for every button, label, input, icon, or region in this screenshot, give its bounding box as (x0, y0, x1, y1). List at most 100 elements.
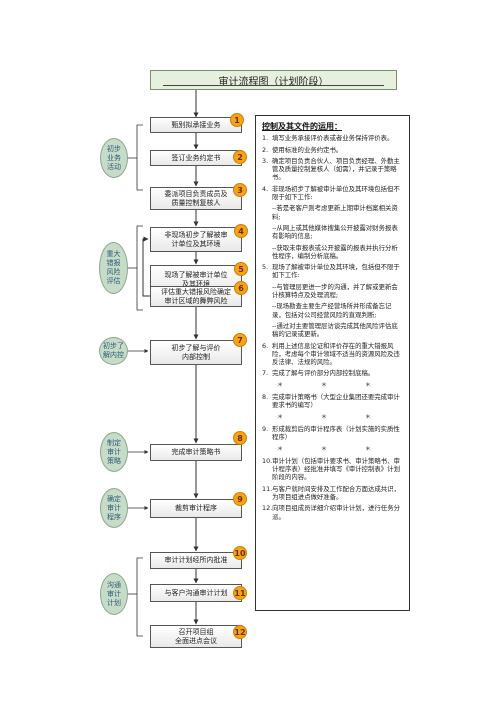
step-12-kickoff-meeting: 召开项目组 全面进点会议 (150, 625, 242, 648)
note-item: 9.形成裁剪后的审计程序表（计划实施的实质性程序） (262, 425, 404, 442)
step-label: 召开项目组 全面进点会议 (175, 627, 217, 645)
step-11-communicate-client: 与客户沟通审计计划 (150, 584, 242, 602)
step-number: 12 (234, 627, 246, 637)
note-subitem: --获取未审报表或公开披露的报表并执行分析性程序，编制分析底稿。 (272, 243, 398, 260)
phase-label: 重大 错报 风险 评估 (106, 250, 121, 285)
note-text: 现场了解被审计单位及其环境，包括但不限于如下工作: (272, 263, 400, 280)
phase-label: 确定 审计 程序 (107, 494, 121, 521)
phase-audit-strategy: 制定 审计 策略 (100, 432, 128, 472)
note-item: 8.完成审计策略书（大型企业集团还要完成审计要求书的编写） (262, 393, 404, 410)
step-9-badge: 9 (233, 492, 247, 506)
step-number: 5 (238, 264, 244, 274)
note-text: 确定项目负责合伙人、项目负责经理、外勤主管及质量控制复核人（如需），并记录于策略… (272, 156, 400, 182)
step-label: 非现场初步了解被审 计单位及其环境 (164, 230, 228, 248)
step-8-badge: 8 (233, 431, 247, 445)
note-item: 11.与客户就时间安排及工作配合方面达成共识，为项目组进点做好准备。 (262, 485, 404, 502)
step-number: 11 (234, 588, 246, 598)
note-item: 3.确定项目负责合伙人、项目负责经理、外勤主管及质量控制复核人（如需），并记录于… (262, 157, 404, 182)
note-subitem: --与管理层更进一步的沟通，并了解或更新会计核算特点及处理流程; (272, 282, 398, 300)
note-text: 向项目组成员详细介绍审计计划，进行任务分派。 (272, 504, 400, 521)
note-number: 11. (262, 484, 273, 493)
step-label: 委派项目负责成员及 质量控制复核人 (164, 189, 228, 207)
step-8-audit-strategy: 完成审计策略书 (150, 444, 242, 461)
note-subitem: --从网上或其他媒体搜集公开披露对财务报表有影响的信息; (272, 223, 398, 241)
note-number: 12. (262, 504, 273, 513)
step-10-plan-approval: 审计计划经所内批准 (150, 552, 242, 569)
step-4-badge: 4 (234, 224, 248, 238)
step-6-badge: 6 (234, 281, 248, 295)
step-number: 1 (234, 115, 240, 125)
note-number: 4. (262, 184, 269, 193)
phase-label: 初步了 解内控 (103, 342, 124, 359)
step-number: 7 (237, 335, 243, 345)
phase-label: 初步 业务 活动 (107, 144, 121, 171)
step-7-badge: 7 (233, 333, 247, 347)
note-item: 1.填写业务承接评价表或者业务保持评价表。 (262, 134, 404, 142)
title-box: 审计流程图（计划阶段） (150, 70, 397, 90)
step-5-badge: 5 (234, 262, 248, 276)
step-2-badge: 2 (233, 150, 247, 164)
note-text: 完成审计策略书（大型企业集团还要完成审计要求书的编写） (272, 393, 400, 410)
step-6-assess-risk: 评估重大错报风险确定 审计区域的舞弊风险 (150, 286, 242, 307)
note-text: 非现场初步了解被审计单位及其环境包括但不限于如下工作: (272, 184, 400, 202)
step-number: 6 (238, 283, 244, 293)
step-label: 现场了解被审计单位 及其环境 (164, 270, 228, 288)
note-text: 与客户就时间安排及工作配合方面达成共识，为项目组进点做好准备。 (272, 484, 400, 501)
phase-internal-control: 初步了 解内控 (99, 337, 128, 365)
phase-initial-activities: 初步 业务 活动 (100, 138, 128, 178)
step-7-internal-control: 初步了解与评价 内部控制 (150, 340, 242, 365)
step-label: 签订业务约定书 (171, 153, 221, 162)
phase-label: 制定 审计 策略 (107, 438, 121, 465)
step-12-badge: 12 (233, 625, 247, 639)
section-separator: ＊ ＊ ＊ (277, 413, 389, 421)
note-number: 2. (262, 145, 269, 154)
step-number: 3 (237, 185, 243, 195)
section-separator: ＊ ＊ ＊ (277, 381, 389, 389)
phase-risk-assessment: 重大 错报 风险 评估 (99, 242, 128, 294)
note-subitem: --通过对主要管理层访谈完成其他风险评估底稿的记录或更新。 (272, 321, 398, 339)
phase-communicate-plan: 沟通 审计 计划 (100, 573, 128, 615)
step-label: 与客户沟通审计计划 (164, 588, 228, 597)
note-item: 6.利用上述信息论证和评价存在的重大错报风险，考虑每个审计领域不适当的资源风险及… (262, 342, 404, 367)
step-number: 8 (237, 433, 243, 443)
note-text: 使用标准的业务约定书。 (272, 145, 343, 154)
panel-heading: 控制及其文件的运用： (262, 121, 342, 131)
note-text: 形成裁剪后的审计程序表（计划实施的实质性程序） (272, 424, 400, 442)
note-number: 5. (262, 263, 269, 272)
section-separator: ＊ ＊ ＊ (277, 445, 389, 453)
note-text: 填写业务承接评价表或者业务保持评价表。 (272, 134, 394, 143)
step-label: 甄别拟承接业务 (171, 120, 221, 129)
note-item: 5.现场了解被审计单位及其环境，包括但不限于如下工作: (262, 263, 404, 280)
step-10-badge: 10 (233, 546, 247, 560)
step-3-badge: 3 (233, 183, 247, 197)
panel-items: 1.填写业务承接评价表或者业务保持评价表。2.使用标准的业务约定书。3.确定项目… (262, 134, 404, 521)
note-item: 12.向项目组成员详细介绍审计计划，进行任务分派。 (262, 504, 404, 521)
note-item: 4.非现场初步了解被审计单位及其环境包括但不限于如下工作: (262, 185, 404, 202)
step-4-offsite-understanding: 非现场初步了解被审 计单位及其环境 (150, 227, 242, 252)
note-text: 完成了解与评价部分内部控制底稿。 (272, 369, 375, 378)
step-9-tailor-procedures: 裁剪审计程序 (150, 499, 242, 518)
note-number: 3. (262, 156, 269, 165)
title-underline (163, 85, 384, 86)
note-number: 6. (262, 341, 269, 350)
phase-label: 沟通 审计 计划 (107, 580, 121, 607)
note-subitem: --若是老客户则考虑更新上期审计档案相关资料; (272, 204, 398, 221)
page-title: 审计流程图（计划阶段） (218, 77, 329, 88)
note-number: 7. (262, 369, 269, 378)
step-label: 初步了解与评价 内部控制 (171, 343, 221, 361)
note-number: 8. (262, 393, 269, 402)
note-number: 1. (262, 134, 269, 143)
step-3-assign-team: 委派项目负责成员及 质量控制复核人 (150, 187, 242, 210)
bracket-initial-activities (136, 124, 143, 191)
phase-audit-procedures: 确定 审计 程序 (100, 488, 128, 528)
step-number: 2 (237, 152, 243, 162)
step-number: 10 (234, 548, 246, 558)
step-1-screen-engagement: 甄别拟承接业务 (150, 117, 242, 133)
note-item: 10.审计计划（包括审计要求书、审计策略书、审计程序表）经批准并填写《审计控制表… (262, 457, 404, 482)
bracket-communicate (136, 557, 143, 637)
note-number: 9. (262, 424, 269, 433)
step-1-badge: 1 (230, 113, 244, 127)
step-number: 4 (238, 226, 244, 236)
step-2-sign-engagement-letter: 签订业务约定书 (150, 150, 242, 166)
